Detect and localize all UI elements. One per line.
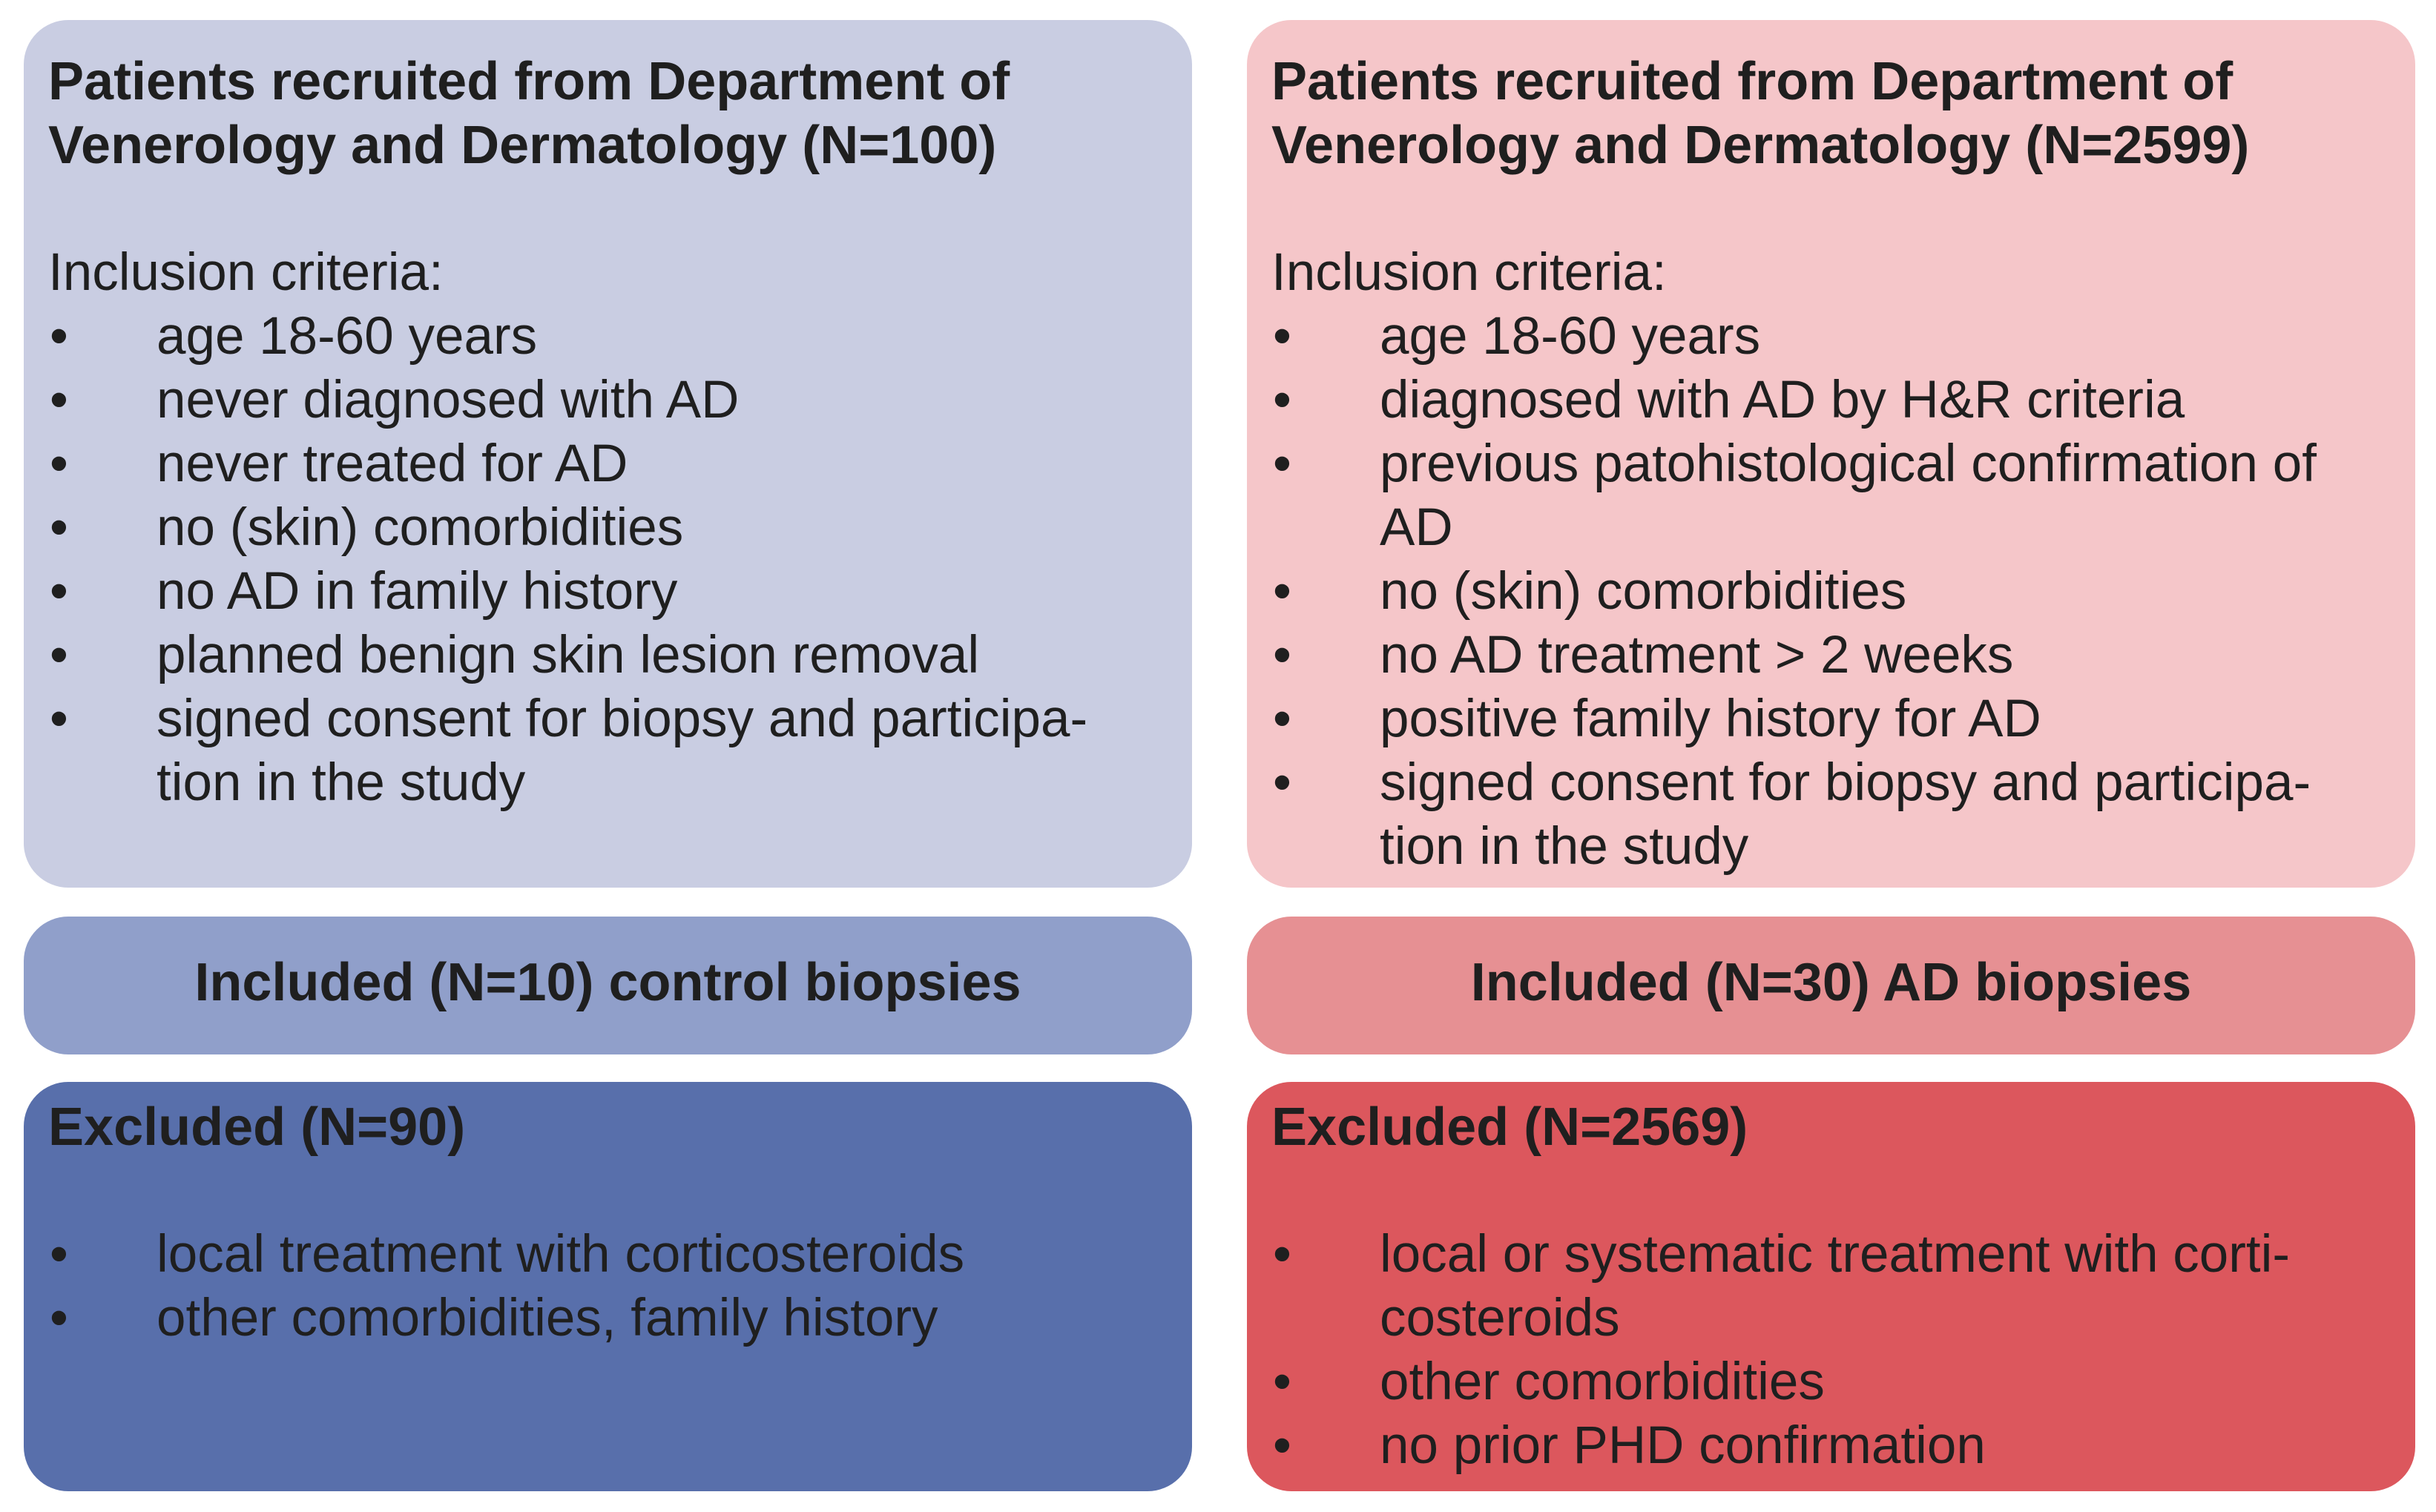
bullet-icon: • <box>50 1289 68 1347</box>
control-exclusion-reason-text: local treatment with corticosteroids <box>157 1225 965 1284</box>
control-inclusion-criterion-text: signed consent for biopsy and participa-… <box>157 690 1088 812</box>
ad-recruitment-box: Patients recruited from Department of Ve… <box>1247 20 2415 888</box>
control-exclusion-reasons-list: • local treatment with corticosteroids • ot… <box>48 1223 1170 1350</box>
bullet-icon: • <box>50 562 68 621</box>
ad-included-box: Included (N=30) AD biopsies <box>1247 917 2415 1054</box>
ad-exclusion-reason-text: no prior PHD confirmation <box>1380 1416 1986 1475</box>
control-exclusion-reason-text: other comorbidities, family history <box>157 1289 938 1347</box>
control-inclusion-criteria-heading: Inclusion criteria: <box>48 243 444 302</box>
control-excluded-title: Excluded (N=90) <box>48 1097 466 1157</box>
control-recruitment-title: Patients recruited from Department of Ve… <box>48 50 1170 177</box>
ad-inclusion-criterion: • age 18-60 years <box>1271 305 2393 369</box>
ad-inclusion-criterion: • signed consent for biopsy and participa… <box>1271 751 2393 879</box>
control-inclusion-criterion: • planned benign skin lesion removal <box>48 624 1170 687</box>
ad-recruitment-title-line1: Patients recruited from Department of <box>1271 52 2233 111</box>
control-inclusion-criterion-text: planned benign skin lesion removal <box>157 626 980 684</box>
ad-inclusion-criterion-text: age 18-60 years <box>1380 307 1761 366</box>
ad-inclusion-criterion-text: previous patohistological confirmation o… <box>1380 435 2317 557</box>
ad-exclusion-reason-text: other comorbidities <box>1380 1353 1825 1411</box>
bullet-icon: • <box>1273 371 1291 429</box>
ad-exclusion-reason-text: local or systematic treatment with corti… <box>1380 1225 2291 1347</box>
control-included-label: Included (N=10) control biopsies <box>194 953 1021 1012</box>
ad-included-label: Included (N=30) AD biopsies <box>1470 953 2192 1012</box>
control-inclusion-criterion: • no (skin) comorbidities <box>48 496 1170 560</box>
control-inclusion-criterion: • never treated for AD <box>48 432 1170 496</box>
bullet-icon: • <box>50 307 68 366</box>
control-inclusion-criterion-text: never treated for AD <box>157 435 628 493</box>
bullet-icon: • <box>1273 1416 1291 1475</box>
control-recruitment-title-line1: Patients recruited from Department of <box>48 52 1010 111</box>
bullet-icon: • <box>1273 753 1291 812</box>
ad-inclusion-criterion: • previous patohistological confirmation … <box>1271 432 2393 560</box>
control-inclusion-criterion: • signed consent for biopsy and participa… <box>48 687 1170 815</box>
ad-inclusion-criterion-text: diagnosed with AD by H&R criteria <box>1380 371 2185 429</box>
control-exclusion-reason: • other comorbidities, family history <box>48 1287 1170 1350</box>
ad-inclusion-criterion-text: signed consent for biopsy and participa-… <box>1380 753 2311 876</box>
bullet-icon: • <box>1273 1225 1291 1284</box>
control-recruitment-box: Patients recruited from Department of Ve… <box>24 20 1192 888</box>
ad-exclusion-reasons-list: • local or systematic treatment with cort… <box>1271 1223 2393 1478</box>
control-excluded-box: Excluded (N=90) • local treatment with co… <box>24 1082 1192 1491</box>
bullet-icon: • <box>50 498 68 557</box>
bullet-icon: • <box>1273 435 1291 493</box>
bullet-icon: • <box>50 626 68 684</box>
bullet-icon: • <box>50 1225 68 1284</box>
bullet-icon: • <box>1273 562 1291 621</box>
ad-excluded-title: Excluded (N=2569) <box>1271 1097 1748 1157</box>
ad-recruitment-title: Patients recruited from Department of Ve… <box>1271 50 2393 177</box>
bullet-icon: • <box>1273 1353 1291 1411</box>
control-exclusion-reason: • local treatment with corticosteroids <box>48 1223 1170 1287</box>
ad-exclusion-reason: • other comorbidities <box>1271 1350 2393 1414</box>
ad-excluded-box: Excluded (N=2569) • local or systematic t… <box>1247 1082 2415 1491</box>
ad-exclusion-reason: • local or systematic treatment with cort… <box>1271 1223 2393 1350</box>
control-inclusion-criterion-text: no (skin) comorbidities <box>157 498 684 557</box>
bullet-icon: • <box>50 435 68 493</box>
control-inclusion-criterion-text: never diagnosed with AD <box>157 371 740 429</box>
control-inclusion-criteria-list: • age 18-60 years • never diagnosed with AD… <box>48 305 1170 815</box>
ad-inclusion-criterion: • no (skin) comorbidities <box>1271 560 2393 624</box>
ad-inclusion-criteria-heading: Inclusion criteria: <box>1271 243 1667 302</box>
ad-exclusion-reason: • no prior PHD confirmation <box>1271 1414 2393 1478</box>
control-included-box: Included (N=10) control biopsies <box>24 917 1192 1054</box>
bullet-icon: • <box>1273 307 1291 366</box>
control-recruitment-title-line2: Venerology and Dermatology (N=100) <box>48 116 997 175</box>
ad-inclusion-criterion-text: positive family history for AD <box>1380 690 2041 748</box>
bullet-icon: • <box>1273 626 1291 684</box>
ad-inclusion-criterion: • diagnosed with AD by H&R criteria <box>1271 369 2393 432</box>
control-inclusion-criterion-text: no AD in family history <box>157 562 678 621</box>
ad-inclusion-criterion-text: no (skin) comorbidities <box>1380 562 1907 621</box>
bullet-icon: • <box>50 371 68 429</box>
ad-recruitment-title-line2: Venerology and Dermatology (N=2599) <box>1271 116 2250 175</box>
control-inclusion-criterion: • no AD in family history <box>48 560 1170 624</box>
control-inclusion-criterion: • never diagnosed with AD <box>48 369 1170 432</box>
ad-inclusion-criteria-list: • age 18-60 years • diagnosed with AD by H&… <box>1271 305 2393 879</box>
bullet-icon: • <box>50 690 68 748</box>
ad-inclusion-criterion-text: no AD treatment > 2 weeks <box>1380 626 2014 684</box>
bullet-icon: • <box>1273 690 1291 748</box>
ad-inclusion-criterion: • positive family history for AD <box>1271 687 2393 751</box>
ad-inclusion-criterion: • no AD treatment > 2 weeks <box>1271 624 2393 687</box>
control-inclusion-criterion-text: age 18-60 years <box>157 307 538 366</box>
control-inclusion-criterion: • age 18-60 years <box>48 305 1170 369</box>
